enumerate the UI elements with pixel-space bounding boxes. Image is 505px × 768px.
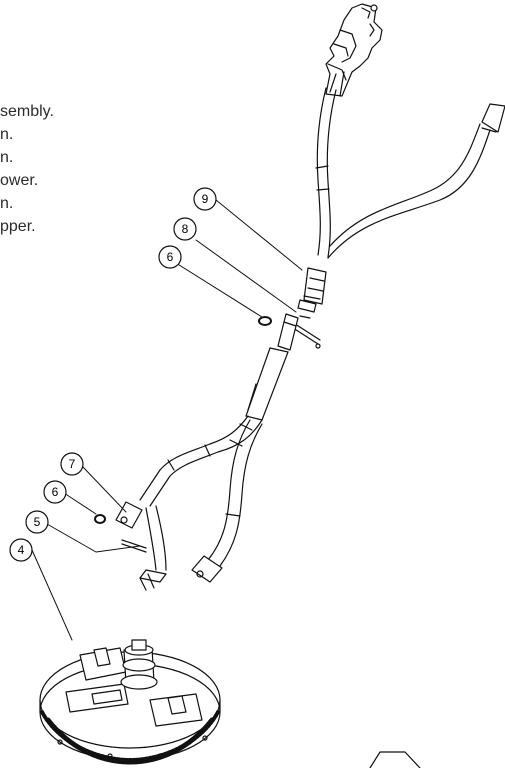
callout-8-label: 8 — [182, 222, 189, 236]
surface-cleaner — [39, 639, 221, 765]
callout-6b: 6 — [43, 480, 67, 504]
trigger-gun — [325, 3, 383, 97]
callout-4: 4 — [9, 538, 33, 562]
instruction-line-2: n. — [0, 126, 14, 143]
lower-coupler — [115, 501, 167, 591]
callout-7: 7 — [60, 452, 84, 476]
instruction-line-5: n. — [0, 195, 14, 212]
callout-8: 8 — [173, 217, 197, 241]
callout-6a: 6 — [158, 245, 182, 269]
callout-6a-label: 6 — [167, 250, 174, 264]
upper-wand-hose — [315, 87, 337, 258]
lower-wand — [139, 313, 299, 583]
instruction-line-4: ower. — [0, 172, 39, 189]
callout-6b-label: 6 — [52, 485, 59, 499]
assembly-instructions: sembly. n. n. ower. n. pper. — [0, 100, 80, 238]
instruction-line-1: sembly. — [0, 103, 54, 120]
callout-5-label: 5 — [34, 515, 41, 529]
callout-4-label: 4 — [18, 543, 25, 557]
partial-next-figure — [369, 751, 421, 768]
instruction-line-6: pper. — [0, 218, 36, 235]
lower-pin-assembly — [94, 514, 147, 553]
instruction-line-3: n. — [0, 149, 14, 166]
leader-lines — [31, 199, 303, 641]
callout-5: 5 — [25, 510, 49, 534]
handle-right-arm — [327, 103, 505, 259]
callout-9-label: 9 — [202, 192, 209, 206]
callout-9: 9 — [193, 187, 217, 211]
quick-coupler — [297, 267, 327, 313]
callout-7-label: 7 — [69, 457, 76, 471]
